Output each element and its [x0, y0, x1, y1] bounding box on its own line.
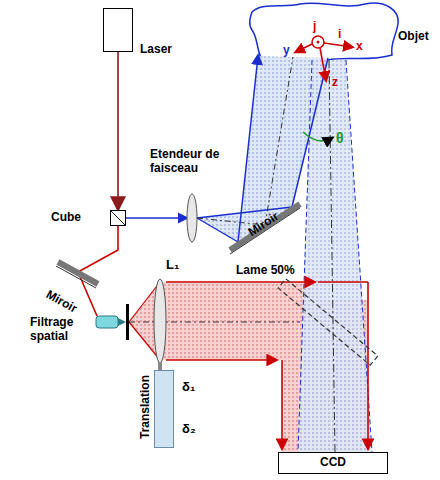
axis-label: y	[283, 44, 290, 58]
ccd-sensor: CCD	[278, 452, 388, 474]
beam-splitter-label: Lame 50%	[234, 264, 297, 278]
axis-label: x	[356, 40, 363, 54]
object-label: Objet	[398, 30, 429, 44]
mirror-label: Miroir	[43, 288, 79, 316]
laser-beam	[117, 52, 119, 209]
node-label: Laser	[140, 43, 172, 57]
axis-label: i	[338, 28, 341, 42]
callout-number: δ₁	[182, 380, 195, 395]
beam-splitter-cube: Cube	[110, 210, 126, 226]
cube-diagonal	[111, 211, 125, 225]
laser-box: Laser	[103, 8, 133, 52]
callout-number: δ₂	[182, 422, 196, 437]
axis-label: z	[332, 76, 338, 90]
beam-expander-label: Etendeur de faisceau	[150, 148, 228, 176]
lens-label: L₁	[166, 258, 179, 273]
node-label: CCD	[279, 453, 387, 471]
axis-label: j	[313, 20, 316, 34]
spatial-filter-label: Filtrage spatial	[30, 316, 88, 344]
translation-stage: Translation	[154, 370, 174, 448]
node-label: Cube	[51, 211, 81, 225]
node-label: Translation	[139, 375, 153, 439]
angle-label: θ	[336, 130, 344, 146]
